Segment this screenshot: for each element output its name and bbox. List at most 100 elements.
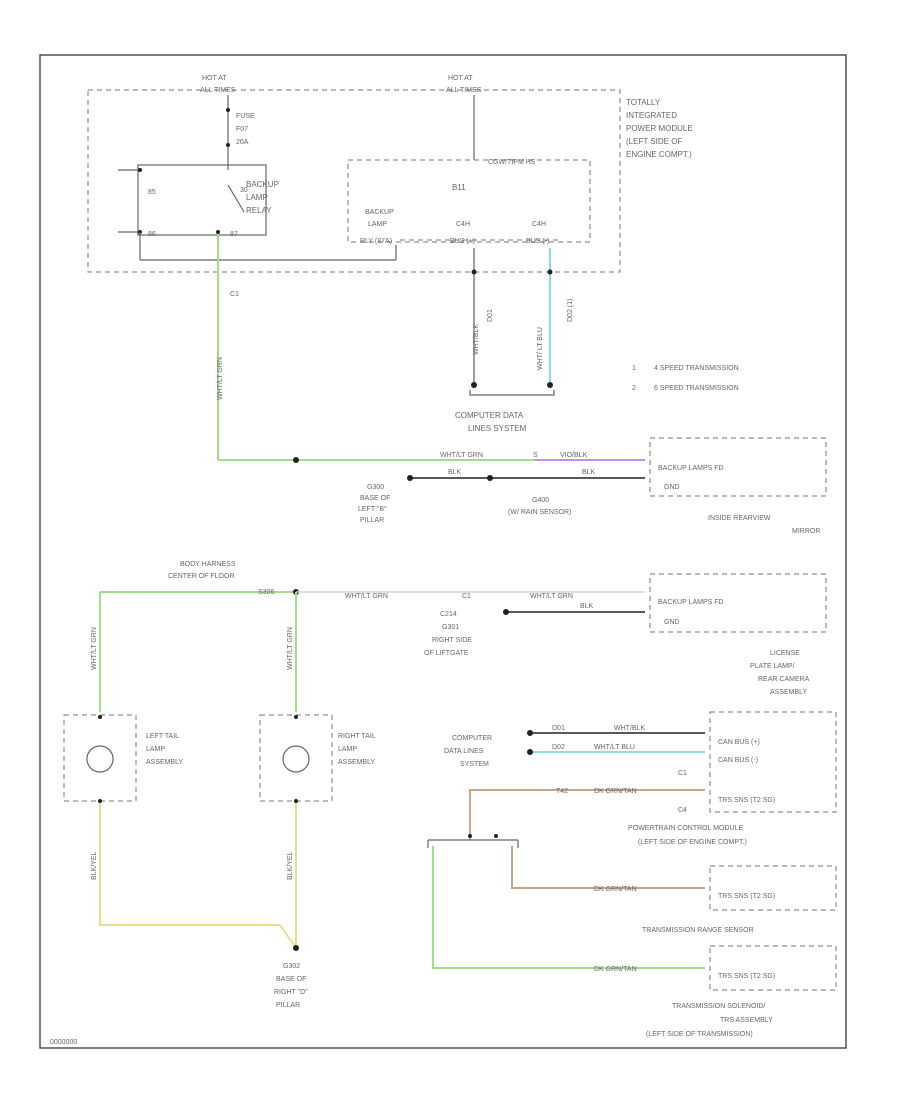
wire-label-blk3: BLK: [580, 603, 594, 610]
legend-num-1: 1: [632, 365, 636, 372]
body-harness-2: CENTER OF FLOOR: [168, 573, 235, 580]
g400-2: (W/ RAIN SENSOR): [508, 509, 571, 516]
left-tail-top-pin: [98, 715, 102, 719]
g300-2: BASE OF: [360, 495, 390, 502]
sol-1: TRANSMISSION SOLENOID/: [672, 1003, 765, 1010]
right-tail-bulb: [282, 745, 310, 773]
fuse-number: F07: [236, 126, 248, 133]
g300-4: PILLAR: [360, 517, 384, 524]
relay-label-2: LAMP: [246, 193, 268, 202]
pcm-pin1: CAN BUS (+): [718, 739, 760, 746]
g302-1: G302: [283, 963, 300, 970]
sol-3: (LEFT SIDE OF TRANSMISSION): [646, 1031, 753, 1038]
g302-3: RIGHT "D": [274, 989, 308, 996]
right-tail-1: RIGHT TAIL: [338, 733, 376, 740]
hot-left-line2: ALL TIMES: [200, 87, 236, 94]
can-lo-2: BUS (-): [526, 238, 549, 245]
b11-label: B11: [452, 183, 466, 192]
can-hi-end: [471, 382, 477, 388]
c214-label: C214: [440, 611, 457, 618]
g301-1: G301: [442, 624, 459, 631]
trs-wire: [511, 846, 705, 889]
wire-label-blk-l: BLK/YEL: [91, 851, 98, 880]
footer-id: 0000000: [50, 1039, 77, 1046]
tipm-label-2: INTEGRATED: [626, 111, 677, 120]
license-4: ASSEMBLY: [770, 689, 808, 696]
splice-tr: S: [533, 452, 538, 459]
tipm-label-3: POWER MODULE: [626, 124, 693, 133]
wire-label-whtltgrn2: WHT/LT GRN: [345, 593, 388, 600]
wire-label-can-hi: WHT/BLK: [473, 324, 480, 355]
g400-1: G400: [532, 497, 549, 504]
pcm-pin2: CAN BUS (-): [718, 757, 758, 764]
pcm-trs-wire: [469, 789, 705, 840]
wire-label-whtltgrn3: WHT/LT GRN: [530, 593, 573, 600]
splice-s306: S306: [258, 589, 274, 596]
c1-lic-label: C1: [462, 593, 471, 600]
diagram-frame: [39, 54, 847, 1049]
can-hi-2: BUS (+): [450, 238, 475, 245]
pcm-pin3: TRS SNS (T2 SG): [718, 797, 775, 804]
can-lo-terminal: [547, 269, 553, 275]
tipm-label-4: (LEFT SIDE OF: [626, 137, 682, 146]
pcm-wire1: WHT/BLK: [614, 725, 645, 732]
wire-label-whtltgrn-r: WHT/LT GRN: [287, 627, 294, 670]
pcm-2: (LEFT SIDE OF ENGINE COMPT.): [638, 839, 747, 846]
wire-label-blk2: BLK: [582, 469, 596, 476]
left-tail-2: LAMP: [146, 746, 165, 753]
relay-box: [137, 164, 267, 236]
trs-connector: [709, 865, 837, 911]
relay-pin-87: 87: [230, 231, 238, 238]
left-tail-bot-pin: [98, 799, 102, 803]
legend-num-2: 2: [632, 385, 636, 392]
right-tail-top-pin: [294, 715, 298, 719]
hot-left-line1: HOT AT: [202, 75, 227, 82]
switch-contact-1: [468, 834, 472, 838]
license-1: LICENSE: [770, 650, 800, 657]
ground-g300-dot: [407, 475, 413, 481]
switch-contact-2: [494, 834, 498, 838]
cdl-sys-top-2: LINES SYSTEM: [468, 424, 527, 433]
wire-label-bus: WHT/LT GRN: [440, 452, 483, 459]
g301-3: OF LIFTGATE: [424, 650, 469, 657]
sol-wire-label: DK GRN/TAN: [594, 966, 637, 973]
cgw-label: CGW/TIPM HS: [488, 159, 536, 166]
can-lo-end: [547, 382, 553, 388]
can-hi-1: C4H: [456, 221, 470, 228]
trs-label: TRANSMISSION RANGE SENSOR: [642, 927, 754, 934]
pcm-wire2: WHT/LT BLU: [594, 744, 635, 751]
wire-label-d02: D02 (1): [567, 299, 574, 322]
pcm-c4: C4: [678, 807, 687, 814]
pcm-connector: [709, 711, 837, 813]
splice-dot-left: [293, 457, 299, 463]
sol-2: TRS ASSEMBLY: [720, 1017, 773, 1024]
tipm-enclosure: [87, 89, 621, 273]
right-tail-enclosure: [259, 714, 333, 802]
left-tail-3: ASSEMBLY: [146, 759, 184, 766]
backup-out-3: RLY (87A): [360, 238, 392, 245]
lic-pin: BACKUP LAMPS FD: [658, 599, 724, 606]
pcm-wire3: DK GRN/TAN: [594, 788, 637, 795]
wire-label-relay: WHT/LT GRN: [217, 357, 224, 400]
backup-out-2: LAMP: [368, 221, 387, 228]
left-tail-ground-wire: [99, 803, 297, 949]
mirror-label-1: INSIDE REARVIEW: [708, 515, 771, 522]
trs-pin: TRS SNS (T2 SG): [718, 893, 775, 900]
hot-right-line1: HOT AT: [448, 75, 473, 82]
can-lo-1: C4H: [532, 221, 546, 228]
pcm-can-lo-dot: [527, 749, 533, 755]
sol-connector: [709, 945, 837, 991]
fuse-bottom-terminal: [226, 143, 230, 147]
legend-2: 6 SPEED TRANSMISSION: [654, 385, 739, 392]
pcm-d01: D01: [552, 725, 565, 732]
g302-2: BASE OF: [276, 976, 306, 983]
right-tail-bot-pin: [294, 799, 298, 803]
fuse-top-terminal: [226, 108, 230, 112]
wire-label-viomag: VIO/BLK: [560, 452, 588, 459]
fuse-rating: 20A: [236, 139, 249, 146]
left-tail-1: LEFT TAIL: [146, 733, 179, 740]
relay-pin-30: 30: [240, 187, 248, 194]
relay-label-3: RELAY: [246, 206, 272, 215]
g302-4: PILLAR: [276, 1002, 300, 1009]
g301-2: RIGHT SIDE: [432, 637, 472, 644]
